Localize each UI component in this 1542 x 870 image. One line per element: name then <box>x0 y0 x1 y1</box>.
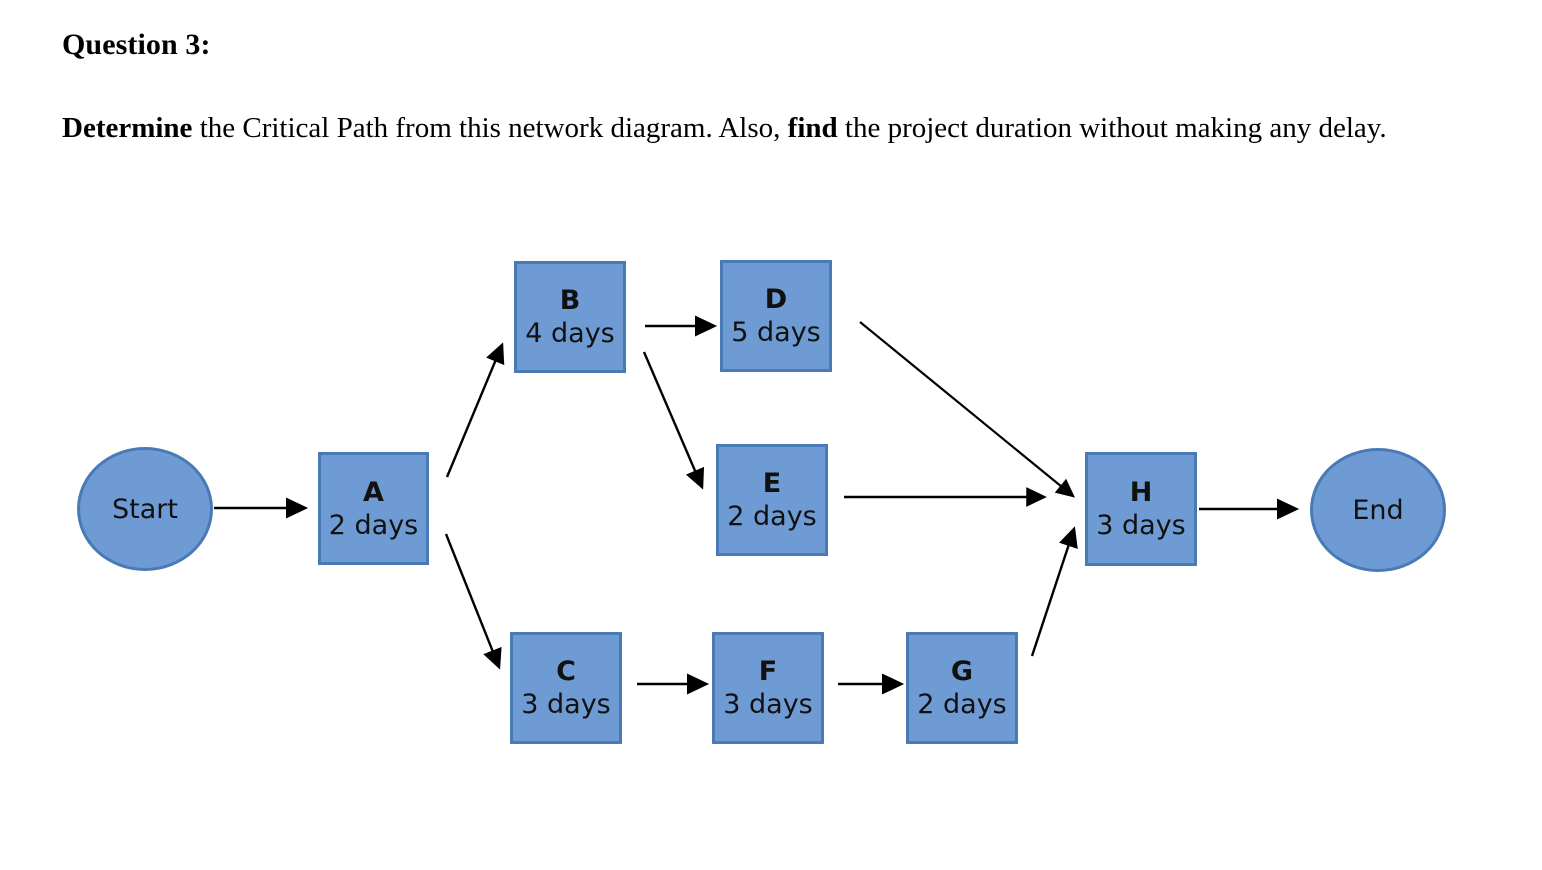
prompt-text-2: the project duration without making any … <box>837 112 1387 144</box>
node-e-duration: 2 days <box>727 501 817 532</box>
prompt-bold-determine: Determine <box>62 112 193 144</box>
node-f-id: F <box>758 656 778 687</box>
edge-b-e <box>642 351 705 490</box>
node-start-label: Start <box>112 493 178 525</box>
node-c-id: C <box>556 656 576 687</box>
question-prompt: Determine the Critical Path from this ne… <box>62 104 1462 152</box>
node-end-label: End <box>1352 494 1404 526</box>
edge-d-h <box>859 321 1076 498</box>
node-g-id: G <box>950 656 974 687</box>
node-d-id: D <box>764 284 788 315</box>
question-header: Question 3: <box>62 28 211 61</box>
node-a-id: A <box>363 476 384 508</box>
node-h[interactable]: H 3 days <box>1085 452 1197 566</box>
node-start[interactable]: Start <box>77 447 213 571</box>
node-f-duration: 3 days <box>723 689 813 720</box>
node-a[interactable]: A 2 days <box>318 452 429 565</box>
node-d[interactable]: D 5 days <box>720 260 832 372</box>
node-end[interactable]: End <box>1310 448 1446 572</box>
node-d-duration: 5 days <box>731 317 821 348</box>
node-f[interactable]: F 3 days <box>712 632 824 744</box>
node-h-duration: 3 days <box>1096 510 1186 541</box>
node-g[interactable]: G 2 days <box>906 632 1018 744</box>
node-c[interactable]: C 3 days <box>510 632 622 744</box>
node-e-id: E <box>762 468 782 499</box>
node-g-duration: 2 days <box>917 689 1007 720</box>
node-a-duration: 2 days <box>328 509 419 541</box>
prompt-text-1: the Critical Path from this network diag… <box>192 112 788 144</box>
node-h-id: H <box>1129 477 1153 508</box>
edge-a-b <box>445 342 505 478</box>
node-b-id: B <box>559 285 581 316</box>
node-b-duration: 4 days <box>525 318 615 349</box>
edge-a-c <box>444 533 502 670</box>
node-b[interactable]: B 4 days <box>514 261 626 373</box>
edge-g-h <box>1030 526 1078 657</box>
prompt-bold-find: find <box>787 112 838 144</box>
node-e[interactable]: E 2 days <box>716 444 828 556</box>
node-c-duration: 3 days <box>521 689 611 720</box>
